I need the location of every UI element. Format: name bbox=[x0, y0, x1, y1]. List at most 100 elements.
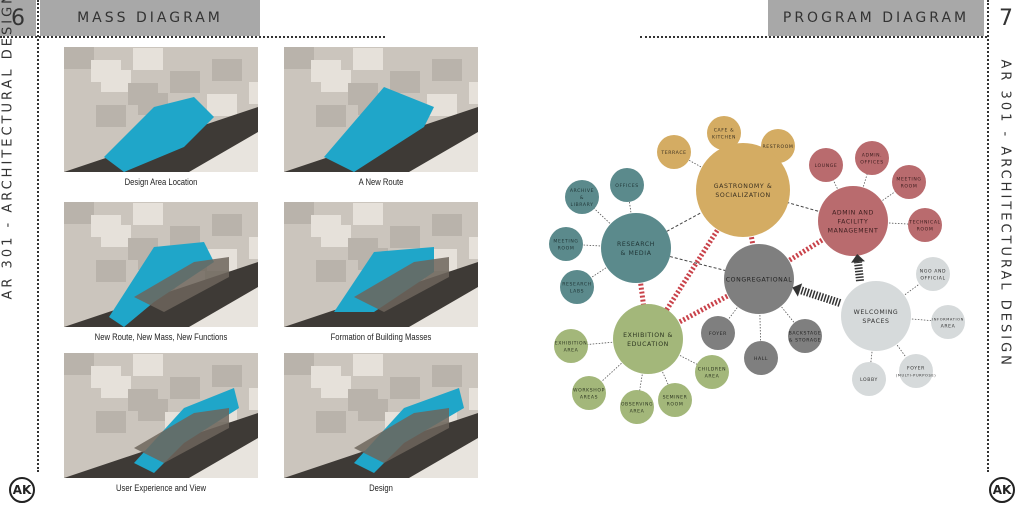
satellite-label: LOUNGE bbox=[815, 163, 838, 169]
hub-label: MANAGEMENT bbox=[828, 228, 879, 235]
satellite-label: ROOM bbox=[558, 246, 575, 252]
satellite-bubble bbox=[620, 390, 654, 424]
hub-bubble-admin bbox=[818, 186, 888, 256]
mass-diagram-render bbox=[64, 47, 258, 172]
hub-group-welcoming: NGO ANDOFFICIALINFORMATIONAREAFOYER(MULT… bbox=[841, 257, 965, 396]
hub-label: FACILITY bbox=[838, 219, 869, 226]
hub-label: SOCIALIZATION bbox=[715, 192, 770, 199]
hub-label: CONGREGATIONAL bbox=[726, 277, 793, 284]
satellite-bubble bbox=[707, 116, 741, 150]
satellite-bubble bbox=[701, 316, 735, 350]
left-logo: AK bbox=[9, 477, 35, 503]
mass-diagram-render bbox=[64, 202, 258, 327]
satellite-label: OFFICIAL bbox=[920, 276, 945, 282]
hub-group-exhibition: EXHIBITIONAREAWORKSHOPAREASOBSERVINGAREA… bbox=[554, 304, 729, 424]
right-header-divider bbox=[640, 36, 987, 38]
satellite-bubble bbox=[916, 257, 950, 291]
left-page-number: 6 bbox=[0, 0, 36, 36]
satellite-bubble bbox=[565, 180, 599, 214]
satellite-label: ADMIN. bbox=[862, 153, 883, 159]
satellite-label: WORKSHOP bbox=[573, 388, 605, 394]
right-page-title: PROGRAM DIAGRAM bbox=[768, 0, 984, 36]
satellite-bubble bbox=[788, 319, 822, 353]
panel-caption: A New Route bbox=[358, 177, 404, 187]
satellite-bubble bbox=[695, 355, 729, 389]
satellite-label: LABS bbox=[570, 289, 584, 295]
satellite-bubble bbox=[931, 305, 965, 339]
satellite-label: OBSERVING bbox=[621, 402, 653, 408]
satellite-label: ARCHIVE bbox=[570, 188, 594, 194]
satellite-label: KITCHEN bbox=[712, 135, 736, 141]
hub-bubble-congregational bbox=[724, 244, 794, 314]
satellite-label: TERRACE bbox=[660, 150, 686, 156]
panel-caption: Design bbox=[369, 483, 393, 493]
panel-caption: User Experience and View bbox=[115, 483, 206, 493]
satellite-label: LIBRARY bbox=[570, 202, 593, 208]
hub-group-admin: LOUNGEADMIN.OFFICESMEETINGROOMTECHNICALR… bbox=[809, 141, 942, 256]
hub-label: EXHIBITION & bbox=[623, 332, 673, 339]
satellite-label: ROOM bbox=[667, 402, 684, 408]
satellite-label: AREA bbox=[941, 324, 956, 330]
satellite-label: MEETING bbox=[896, 177, 921, 183]
hub-label: & MEDIA bbox=[620, 250, 651, 257]
hub-label: WELCOMING bbox=[854, 309, 899, 316]
satellite-label: NGO AND bbox=[920, 269, 946, 275]
satellite-bubble bbox=[610, 168, 644, 202]
flow-arrow-head-icon bbox=[851, 254, 865, 263]
hub-label: EDUCATION bbox=[627, 341, 669, 348]
satellite-bubble bbox=[549, 227, 583, 261]
hub-label: RESEARCH bbox=[617, 241, 655, 248]
satellite-label: MEETING bbox=[553, 239, 578, 245]
satellite-bubble bbox=[809, 148, 843, 182]
satellite-bubble bbox=[554, 329, 588, 363]
satellite-label: EXHIBITION bbox=[555, 341, 588, 347]
satellite-label: TECHNICAL bbox=[908, 220, 940, 226]
satellite-label: BACKSTAGE bbox=[789, 331, 822, 337]
hub-bubble-gastronomy bbox=[696, 143, 790, 237]
flow-arrow-shaft bbox=[798, 286, 842, 307]
satellite-label: CHILDREN bbox=[698, 367, 726, 373]
satellite-label: RESTROOM bbox=[762, 144, 793, 150]
satellite-label: AREAS bbox=[580, 395, 598, 401]
satellite-bubble bbox=[899, 354, 933, 388]
hub-group-gastronomy: CAFE &KITCHEN TERRACE RESTROOM GASTRONOMY &… bbox=[657, 116, 795, 237]
satellite-label: ROOM bbox=[901, 184, 918, 190]
left-page-title: MASS DIAGRAM bbox=[40, 0, 260, 36]
flow-arrow-shaft bbox=[854, 261, 864, 282]
mass-diagram-render bbox=[284, 47, 478, 172]
satellite-bubble bbox=[657, 135, 691, 169]
hub-bubble-exhibition bbox=[613, 304, 683, 374]
satellite-bubble bbox=[892, 165, 926, 199]
satellite-bubble bbox=[572, 376, 606, 410]
hub-bubble-welcoming bbox=[841, 281, 911, 351]
satellite-label: LOBBY bbox=[860, 377, 878, 383]
hub-group-research: OFFICESARCHIVE&LIBRARYMEETINGROOMRESEARC… bbox=[549, 168, 671, 304]
right-page-number: 7 bbox=[988, 0, 1024, 36]
satellite-bubble bbox=[908, 208, 942, 242]
satellite-label: CAFE & bbox=[714, 128, 735, 134]
satellite-label: FOYER bbox=[907, 366, 925, 372]
satellite-bubble bbox=[560, 270, 594, 304]
satellite-bubble bbox=[658, 383, 692, 417]
mass-diagram-render bbox=[284, 202, 478, 327]
satellite-label: ROOM bbox=[917, 227, 934, 233]
satellite-label: (MULTI-PURPOSE) bbox=[896, 374, 936, 378]
hub-bubble-research bbox=[601, 213, 671, 283]
satellite-label: AREA bbox=[564, 348, 579, 354]
right-margin-divider bbox=[987, 0, 989, 472]
satellite-label: & STORAGE bbox=[789, 338, 821, 344]
panel-caption: Design Area Location bbox=[124, 177, 198, 187]
satellite-label: OFFICES bbox=[860, 160, 883, 166]
satellite-bubble bbox=[855, 141, 889, 175]
hub-label: ADMIN AND bbox=[832, 210, 874, 217]
hub-label: GASTRONOMY & bbox=[714, 183, 773, 190]
satellite-label: RESEARCH bbox=[562, 282, 591, 288]
left-margin-divider bbox=[37, 0, 39, 472]
satellite-label: AREA bbox=[705, 374, 720, 380]
satellite-label: HALL bbox=[754, 356, 768, 362]
satellite-bubble bbox=[744, 341, 778, 375]
mass-diagram-render bbox=[64, 353, 258, 478]
flow-arrow-head-icon bbox=[792, 283, 803, 297]
